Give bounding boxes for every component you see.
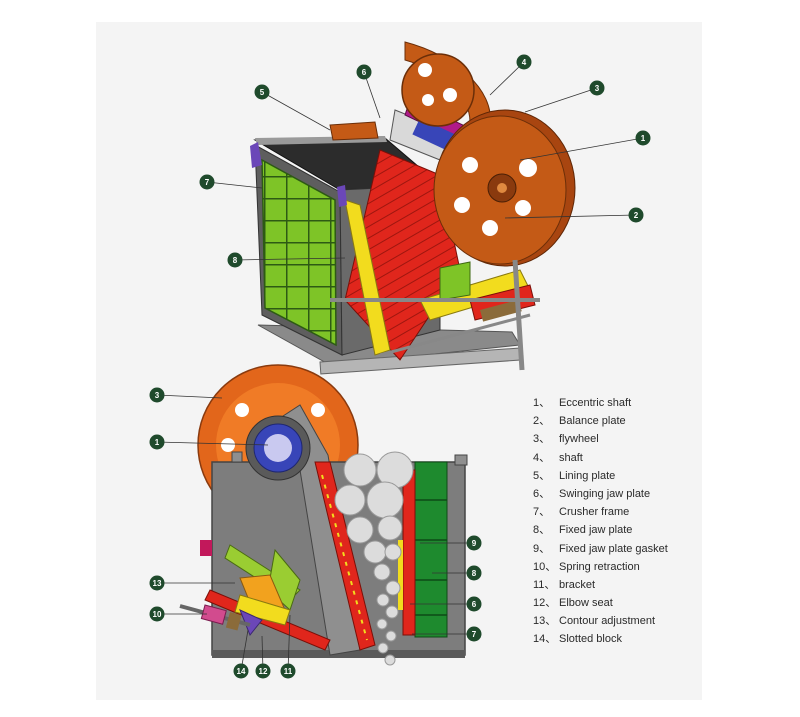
callouts-bottom: 3 1 9 8 13 6 10 7 14 12 11 — [149, 387, 482, 679]
callout-13-bottom: 13 — [149, 575, 165, 591]
svg-text:6: 6 — [472, 600, 477, 609]
legend-item-6: 6、Swinging jaw plate — [533, 487, 651, 500]
svg-text:7: 7 — [472, 630, 477, 639]
callout-11-bottom: 11 — [280, 663, 296, 679]
cross-section-view — [179, 364, 468, 666]
callout-7-bottom: 7 — [466, 626, 482, 642]
legend-item-4: 4、shaft — [533, 451, 583, 464]
legend-item-8: 8、Fixed jaw plate — [533, 524, 633, 537]
callout-3-bottom: 3 — [149, 387, 165, 403]
callout-9-bottom: 9 — [466, 535, 482, 551]
callout-8-bottom: 8 — [466, 565, 482, 581]
svg-text:8: 8 — [472, 569, 477, 578]
flywheel-back — [401, 41, 491, 127]
legend-item-12: 12、Elbow seat — [533, 597, 613, 610]
svg-text:14: 14 — [237, 667, 246, 676]
callout-1-bottom: 1 — [149, 434, 165, 450]
legend-item-14: 14、Slotted block — [533, 633, 622, 646]
svg-text:9: 9 — [472, 539, 477, 548]
svg-text:12: 12 — [259, 667, 268, 676]
svg-text:4: 4 — [522, 58, 527, 67]
legend-item-3: 3、flywheel — [533, 433, 599, 446]
svg-text:10: 10 — [153, 610, 162, 619]
callouts-top: 1 2 3 4 5 6 7 8 — [199, 54, 651, 268]
legend-item-11: 11、bracket — [533, 578, 596, 591]
callout-3-top: 3 — [589, 80, 605, 96]
callout-6-top: 6 — [356, 64, 372, 80]
svg-text:8: 8 — [233, 256, 238, 265]
svg-text:1: 1 — [641, 134, 646, 143]
rocks — [334, 451, 414, 666]
svg-text:5: 5 — [260, 88, 265, 97]
flywheel-front — [433, 109, 576, 267]
svg-text:1: 1 — [155, 438, 160, 447]
legend-item-5: 5、Lining plate — [533, 469, 616, 482]
leader-lines — [156, 61, 644, 672]
callout-10-bottom: 10 — [149, 606, 165, 622]
isometric-crusher-view — [250, 41, 576, 375]
callout-8-top: 8 — [227, 252, 243, 268]
callout-4-top: 4 — [516, 54, 532, 70]
legend-item-10: 10、Spring retraction — [533, 560, 640, 573]
svg-text:7: 7 — [205, 178, 210, 187]
callout-5-top: 5 — [254, 84, 270, 100]
callout-7-top: 7 — [199, 174, 215, 190]
callout-1-top: 1 — [635, 130, 651, 146]
svg-text:3: 3 — [155, 391, 160, 400]
legend-item-2: 2、Balance plate — [533, 415, 626, 428]
svg-text:11: 11 — [284, 667, 293, 676]
callout-14-bottom: 14 — [233, 663, 249, 679]
callout-2-top: 2 — [628, 207, 644, 223]
legend-item-9: 9、Fixed jaw plate gasket — [533, 542, 668, 555]
legend-item-7: 7、Crusher frame — [533, 506, 630, 519]
parts-legend: 1、Eccentric shaft 2、Balance plate 3、flyw… — [533, 394, 733, 649]
callout-12-bottom: 12 — [255, 663, 271, 679]
legend-item-1: 1、Eccentric shaft — [533, 397, 632, 409]
svg-text:6: 6 — [362, 68, 367, 77]
svg-text:3: 3 — [595, 84, 600, 93]
svg-text:2: 2 — [634, 211, 639, 220]
callout-6-bottom: 6 — [466, 596, 482, 612]
legend-item-13: 13、Contour adjustment — [533, 615, 655, 628]
svg-text:13: 13 — [153, 579, 162, 588]
